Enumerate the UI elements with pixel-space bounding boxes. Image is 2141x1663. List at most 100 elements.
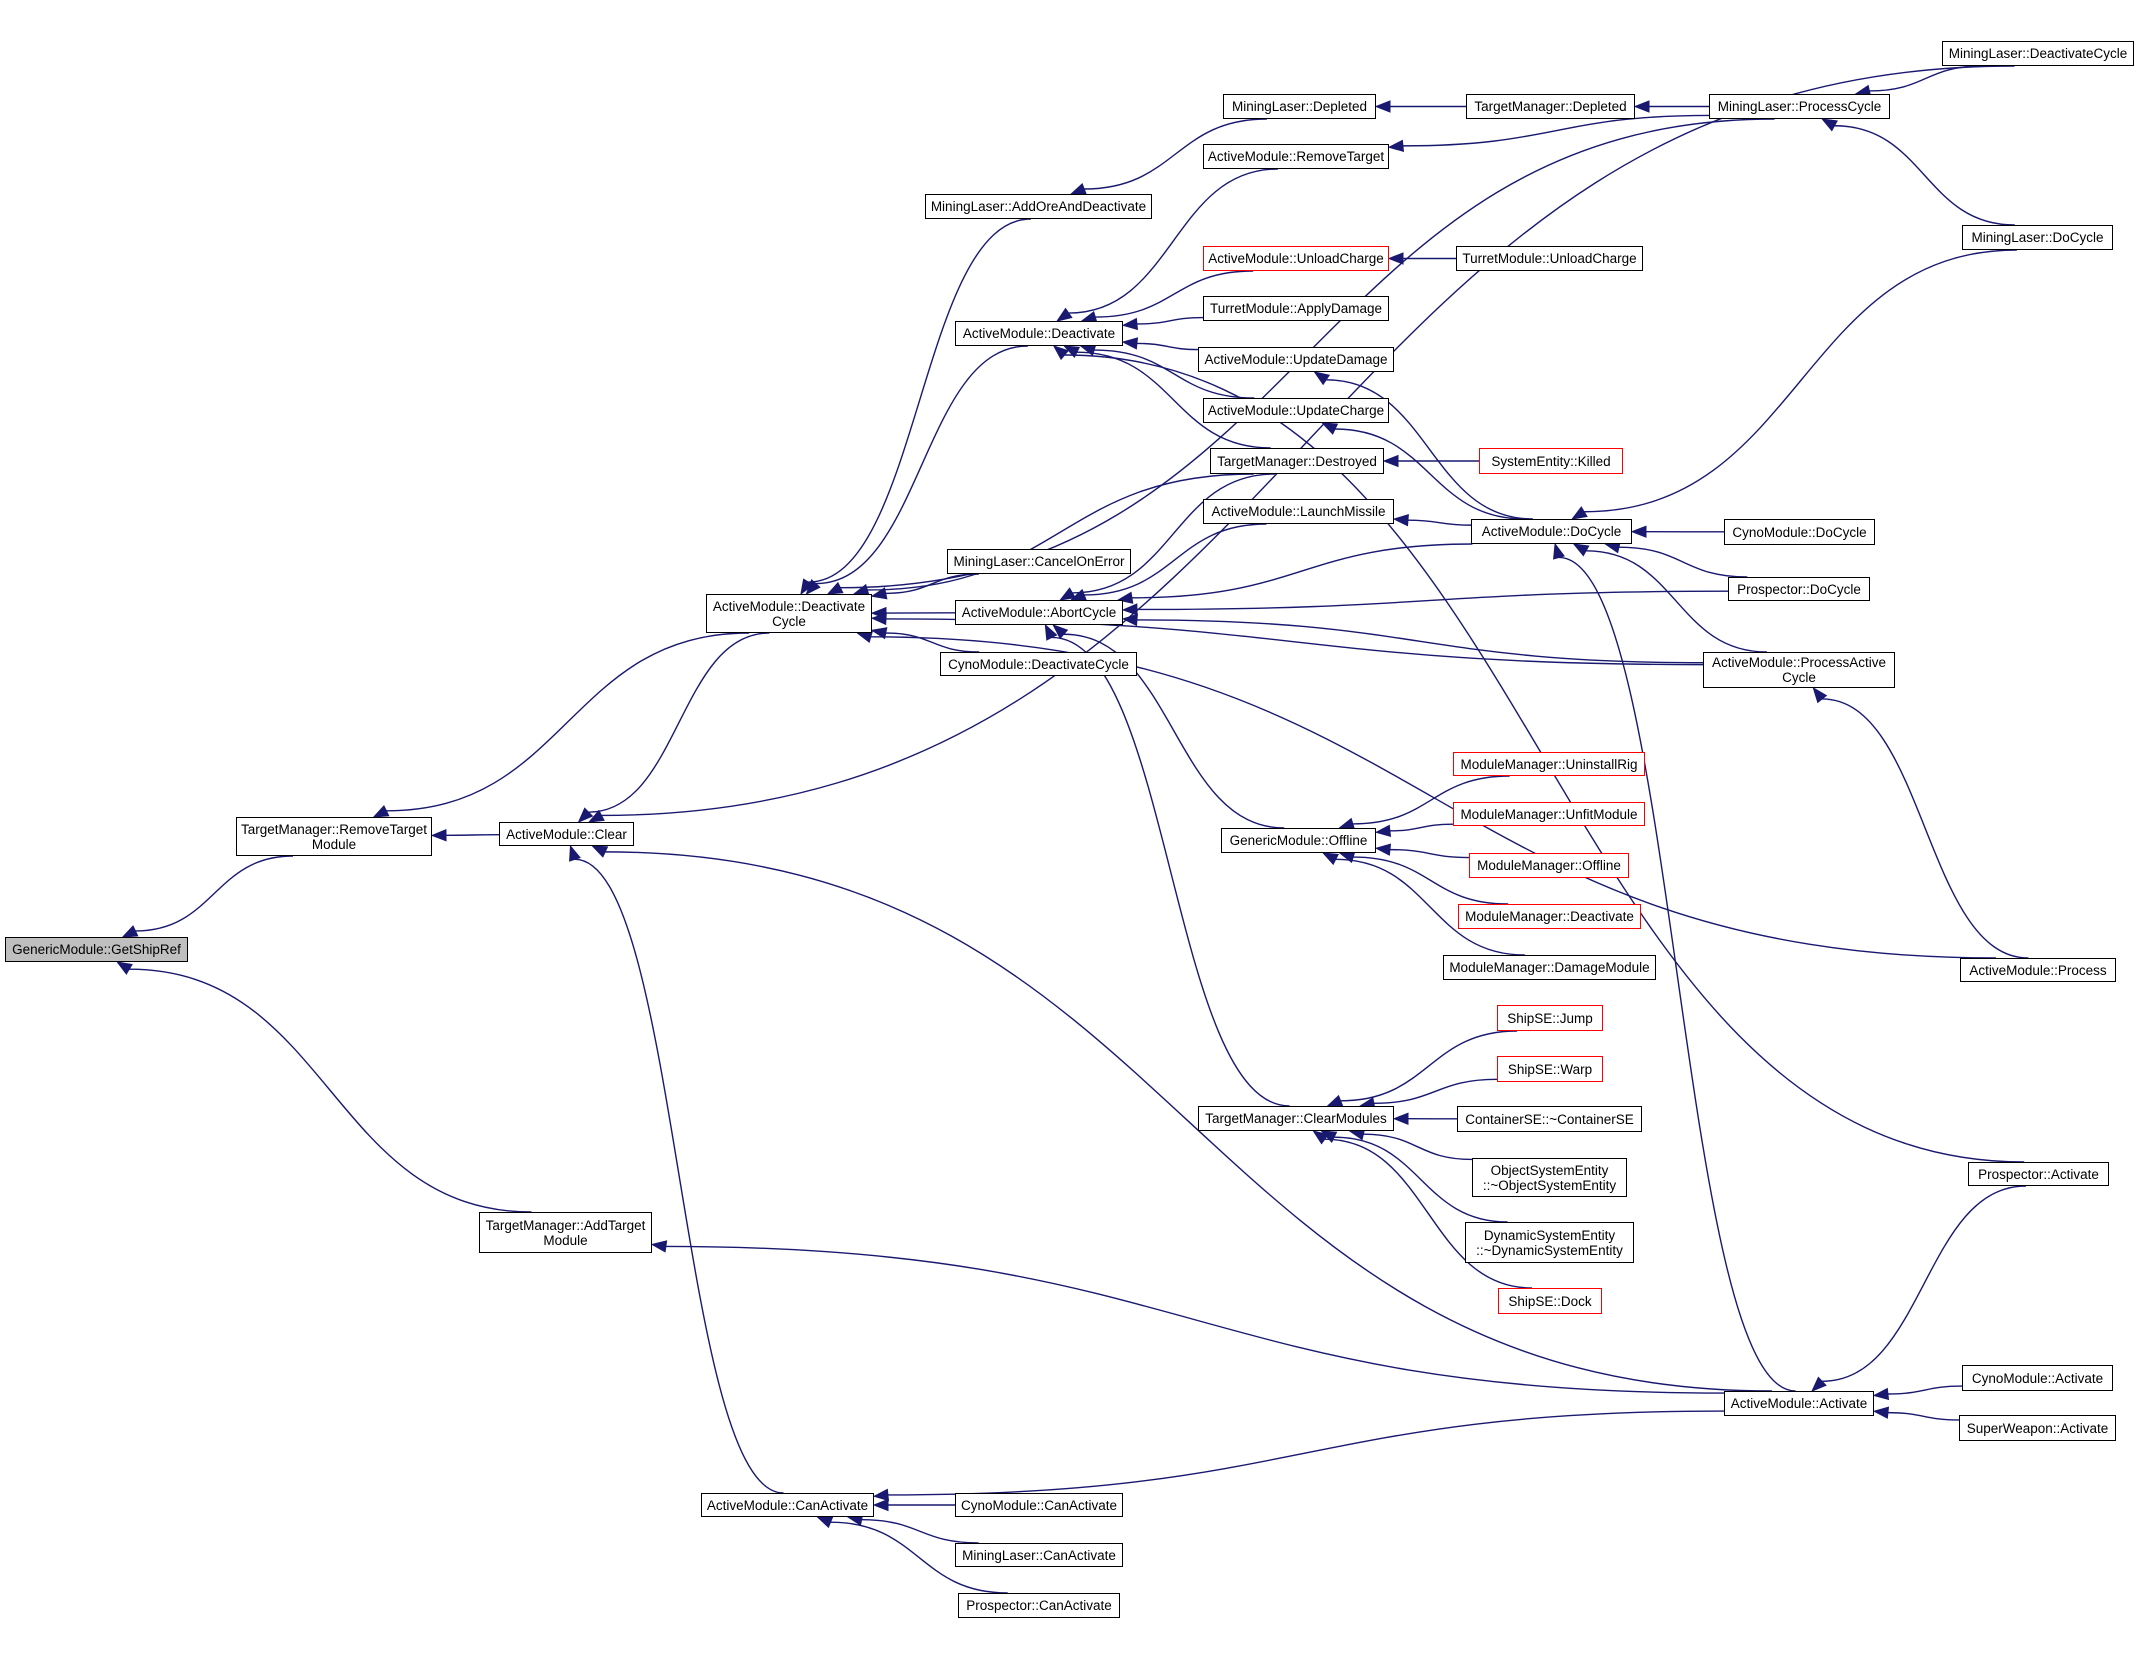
arrowhead-icon [1630,525,1647,538]
edge-destroyed-to-deactivatecycle [867,473,1254,591]
node-ml-canactivate[interactable]: MiningLaser::CanActivate [955,1543,1123,1567]
node-damagemodule[interactable]: ModuleManager::DamageModule [1443,955,1656,980]
node-prospector-activate[interactable]: Prospector::Activate [1968,1162,2109,1186]
arrowhead-icon [587,809,605,823]
node-docycle[interactable]: ActiveModule::DoCycle [1471,519,1632,544]
arrowhead-icon [1121,317,1139,331]
arrowhead-icon [1312,1130,1329,1145]
arrowhead-icon [1872,1387,1890,1401]
node-jump[interactable]: ShipSE::Jump [1497,1005,1603,1031]
node-prospector-docycle[interactable]: Prospector::DoCycle [1728,577,1870,601]
arrowhead-icon [1392,513,1409,527]
edge-dynamicsystementity-to-clearmodules [1334,1136,1508,1223]
arrowhead-icon [430,829,447,842]
arrowhead-icon [650,1240,668,1253]
node-turret-unloadcharge[interactable]: TurretModule::UnloadCharge [1456,246,1643,271]
node-cyno-deactivatecycle[interactable]: CynoModule::DeactivateCycle [940,652,1137,676]
edge-deactivatecycle-to-clear [588,632,770,813]
node-tm-depleted[interactable]: TargetManager::Depleted [1466,94,1635,119]
edge-cancelonerror-to-deactivatecycle [885,573,979,595]
node-uninstallrig[interactable]: ModuleManager::UninstallRig [1453,752,1645,776]
arrowhead-icon [872,1498,889,1512]
node-dock[interactable]: ShipSE::Dock [1498,1288,1602,1314]
edge-activate-to-clear [605,851,1772,1392]
node-applydamage[interactable]: TurretModule::ApplyDamage [1203,296,1389,321]
arrowhead-icon [870,587,888,600]
edge-activate-to-canactivate [887,1410,1725,1496]
node-offline[interactable]: GenericModule::Offline [1221,828,1376,853]
node-destroyed[interactable]: TargetManager::Destroyed [1210,448,1384,474]
arrowhead-icon [826,581,844,595]
arrowhead-icon [1326,1094,1344,1107]
edge-updatecharge-to-deactivate [1094,349,1255,399]
node-ml-docycle[interactable]: MiningLaser::DoCycle [1962,225,2113,250]
node-unloadcharge[interactable]: ActiveModule::UnloadCharge [1203,246,1389,271]
arrowhead-icon [1374,100,1391,113]
arrowhead-icon [1821,118,1838,132]
node-addtargetmodule[interactable]: TargetManager::AddTarget Module [479,1212,652,1253]
node-updatecharge[interactable]: ActiveModule::UpdateCharge [1203,398,1389,423]
node-abortcycle[interactable]: ActiveModule::AbortCycle [955,600,1123,625]
edge-deactivate-to-deactivatecycle [815,345,1028,585]
node-cyno-docycle[interactable]: CynoModule::DoCycle [1724,519,1875,545]
arrowhead-icon [1321,852,1339,866]
edge-unfitmodule-to-offline [1389,823,1454,832]
edge-cyno_deactivatecycle-to-deactivatecycle [885,632,980,653]
arrowhead-icon [1069,182,1087,195]
node-unfitmodule[interactable]: ModuleManager::UnfitModule [1453,802,1645,826]
node-clear[interactable]: ActiveModule::Clear [499,822,634,846]
edge-docycle-to-launchmissile [1407,519,1472,526]
edge-processactivecycle-to-abortcycle [1136,619,1704,664]
node-superweapon-activate[interactable]: SuperWeapon::Activate [1959,1415,2116,1441]
node-mm-offline[interactable]: ModuleManager::Offline [1469,853,1629,878]
node-cancelonerror[interactable]: MiningLaser::CancelOnError [947,549,1131,574]
node-cyno-activate[interactable]: CynoModule::Activate [1962,1365,2113,1391]
node-clearmodules[interactable]: TargetManager::ClearModules [1198,1106,1394,1131]
node-removetarget[interactable]: ActiveModule::RemoveTarget [1203,144,1389,169]
edge-updatedamage-to-deactivate [1136,342,1199,351]
arrowhead-icon [577,807,594,823]
edge-processactivecycle-to-docycle [1586,550,1767,653]
edge-launchmissile-to-abortcycle [1084,523,1267,596]
node-killed[interactable]: SystemEntity::Killed [1479,448,1623,474]
node-processcycle[interactable]: MiningLaser::ProcessCycle [1709,94,1890,119]
node-ml-depleted[interactable]: MiningLaser::Depleted [1223,94,1376,119]
arrowhead-icon [1052,345,1069,361]
node-deactivatecycle[interactable]: ActiveModule::Deactivate Cycle [706,594,872,633]
edge-jump-to-clearmodules [1340,1030,1518,1102]
arrowhead-icon [856,630,873,643]
edge-prospector_docycle-to-docycle [1618,546,1748,578]
edge-damagemodule-to-offline [1335,858,1525,956]
edge-unloadcharge-to-deactivate [1095,270,1254,318]
arrowhead-icon [372,805,390,818]
arrowhead-icon [870,627,888,640]
arrowhead-icon [1056,307,1073,322]
node-containerse[interactable]: ContainerSE::~ContainerSE [1457,1106,1642,1132]
arrowhead-icon [1063,345,1081,359]
node-objectsystementity[interactable]: ObjectSystemEntity ::~ObjectSystemEntity [1472,1158,1627,1197]
node-canactivate[interactable]: ActiveModule::CanActivate [701,1493,874,1517]
node-updatedamage[interactable]: ActiveModule::UpdateDamage [1198,347,1394,372]
node-activate[interactable]: ActiveModule::Activate [1724,1391,1874,1416]
node-mm-deactivate[interactable]: ModuleManager::Deactivate [1458,904,1641,929]
node-ml-deactivatecycle[interactable]: MiningLaser::DeactivateCycle [1942,41,2134,66]
node-cyno-canactivate[interactable]: CynoModule::CanActivate [955,1493,1123,1517]
arrowhead-icon [805,579,821,596]
edge-superweapon_activate-to-activate [1887,1411,1960,1421]
node-prospector-canactivate[interactable]: Prospector::CanActivate [958,1593,1120,1618]
node-addoreanddeactivate[interactable]: MiningLaser::AddOreAndDeactivate [925,194,1152,219]
edge-uninstallrig-to-offline [1352,775,1510,825]
node-processactivecycle[interactable]: ActiveModule::ProcessActive Cycle [1703,652,1895,688]
edge-deactivatecycle-to-removetargetmodule [386,632,750,812]
node-deactivate[interactable]: ActiveModule::Deactivate [955,321,1123,346]
node-getshipref[interactable]: GenericModule::GetShipRef [5,937,188,962]
arrowhead-icon [1382,454,1399,468]
node-launchmissile[interactable]: ActiveModule::LaunchMissile [1203,499,1394,524]
node-dynamicsystementity[interactable]: DynamicSystemEntity ::~DynamicSystemEnti… [1465,1222,1634,1263]
arrowhead-icon [1812,686,1828,704]
arrowhead-icon [1121,603,1138,616]
node-warp[interactable]: ShipSE::Warp [1497,1056,1603,1082]
arrowhead-icon [1321,422,1339,435]
node-removetargetmodule[interactable]: TargetManager::RemoveTarget Module [236,817,432,856]
node-process[interactable]: ActiveModule::Process [1960,958,2116,982]
